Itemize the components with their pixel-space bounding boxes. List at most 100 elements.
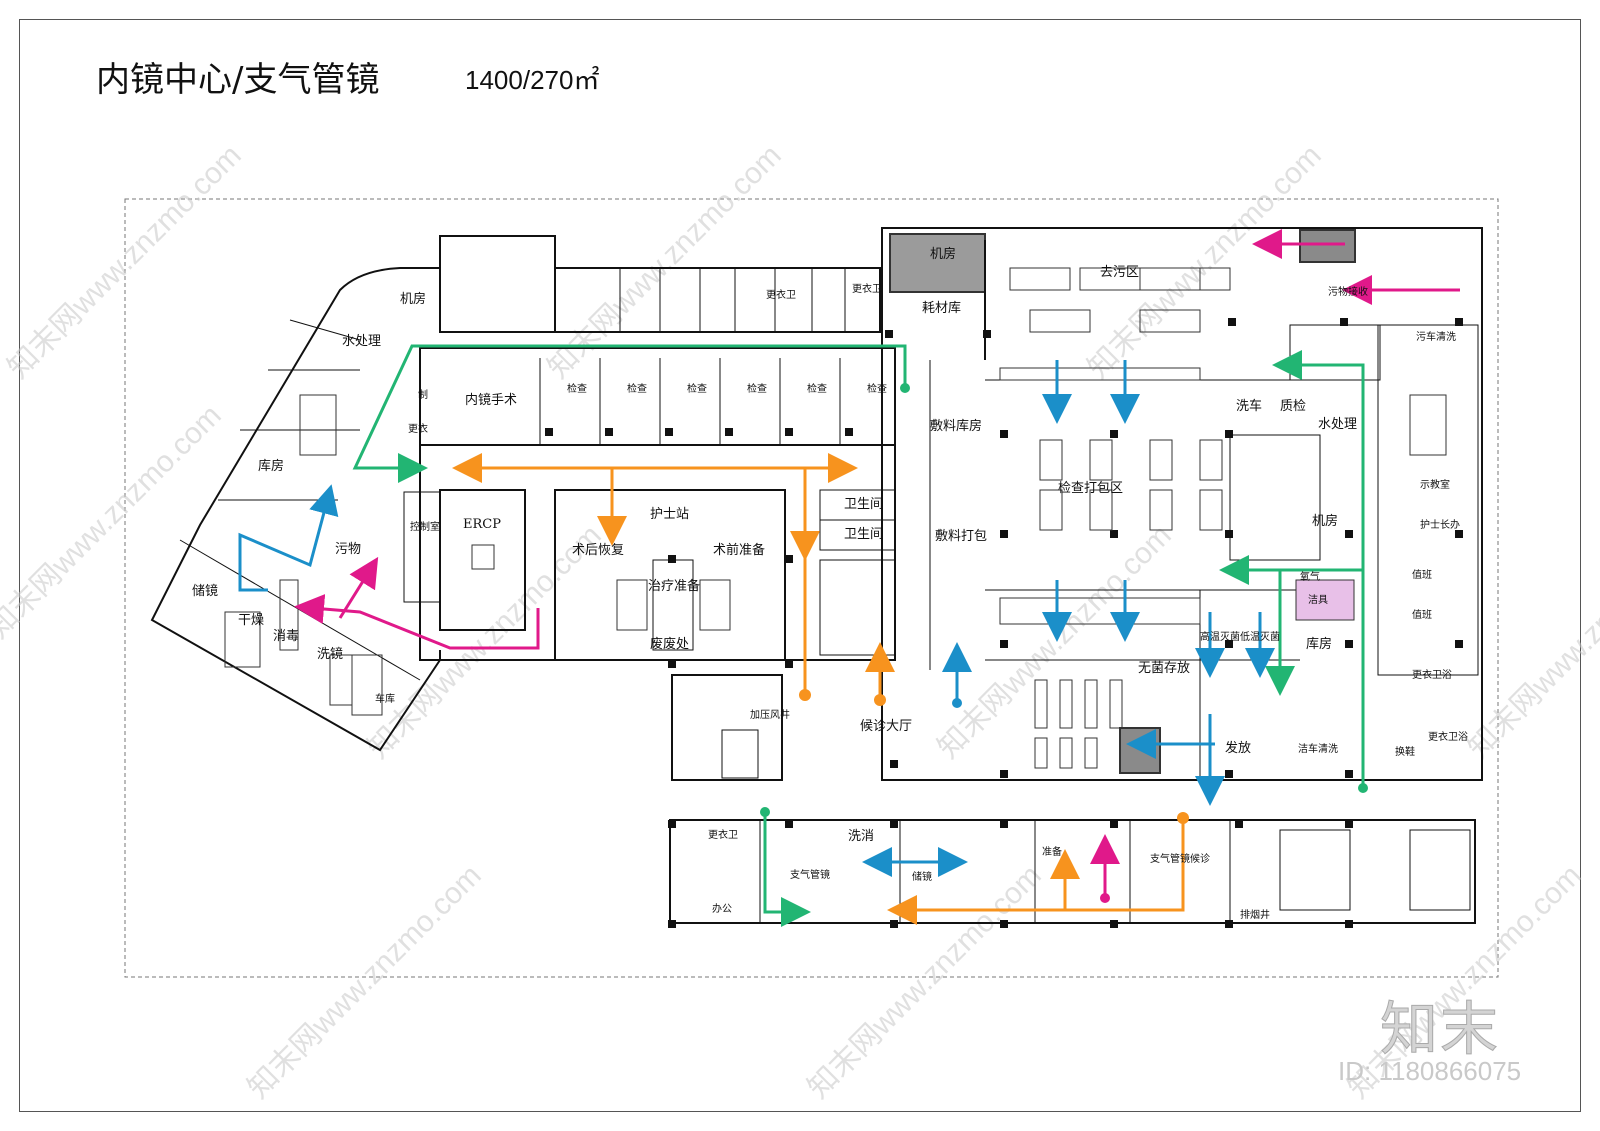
room-jiancha-dabao: 检查打包区 (1058, 481, 1123, 496)
clean-flow-start-3 (760, 807, 770, 817)
image-id-label: ID: 1180866075 (1338, 1056, 1522, 1086)
room-kufang-right: 库房 (1306, 636, 1332, 652)
room-gengyi-a: 更衣 (408, 422, 428, 435)
room-fuliao-dabao: 敷料打包 (935, 529, 987, 544)
room-fuliao-kufang: 敷料库房 (930, 418, 982, 434)
room-chekuan: 车库 (375, 692, 395, 705)
room-jiancha-5: 检查 (807, 382, 827, 395)
room-ganzao: 干燥 (238, 613, 264, 628)
room-neijingshoushu: 内镜手术 (465, 392, 517, 408)
watermark-4: 知末网www.znzmo.com (0, 399, 228, 645)
room-shuichuli-left: 水处理 (342, 334, 381, 349)
dirty-flow-arrows (294, 229, 1460, 898)
room-zhiban-1: 值班 (1412, 568, 1432, 581)
room-shengwen: 低温灭菌 (1240, 630, 1280, 643)
room-gengyi-1: 更衣卫 (766, 288, 796, 301)
room-hushizhan: 护士站 (650, 507, 689, 522)
room-wuche: 污车清洗 (1416, 330, 1456, 343)
room-dianti: 加压风井 (750, 708, 790, 721)
walls (150, 227, 1483, 924)
room-jiejuku: 洁具 (1308, 593, 1328, 606)
room-zhiliao: 治疗准备 (648, 578, 700, 594)
watermark-9: 知末网www.znzmo.com (802, 859, 1048, 1105)
room-chujing: 储镜 (192, 584, 218, 599)
watermark-3: 知末网www.znzmo.com (1082, 139, 1328, 385)
room-weisheng-2: 卫生间 (844, 527, 883, 542)
room-wuwu-shou: 污物接收 (1328, 285, 1368, 298)
room-jifang-right: 机房 (1312, 513, 1338, 529)
area-label: 1400/270㎡ (465, 65, 600, 95)
elevator-shade (1119, 727, 1161, 774)
room-jiancha-4: 检查 (747, 382, 767, 395)
room-xiaodu: 消毒 (273, 629, 299, 644)
room-houzhen: 候诊大厅 (860, 719, 912, 734)
room-xixiao: 洗消 (848, 829, 874, 844)
drawing-frame (19, 19, 1581, 1112)
room-gengyi-b: 更衣卫 (708, 828, 738, 841)
room-hushizhang: 护士长办 (1420, 518, 1460, 531)
room-shuhou: 术后恢复 (572, 543, 624, 558)
page-title: 内镜中心/支气管镜 (96, 60, 380, 100)
workstations (224, 267, 1447, 769)
scope-flow-arrows (238, 360, 1275, 877)
room-wujun: 无菌存放 (1138, 661, 1190, 676)
room-zhunbei: 准备 (1042, 845, 1062, 858)
stair-block-top (439, 235, 556, 333)
room-gengyi-r: 更衣卫浴 (1412, 668, 1452, 681)
room-feiqi: 废废处 (650, 636, 689, 652)
room-jiancha-2: 检查 (627, 382, 647, 395)
room-jifang-left: 机房 (400, 291, 426, 307)
room-chujing-2: 储镜 (912, 870, 932, 883)
left-wing-outline (150, 267, 441, 752)
room-shuichuli-right: 水处理 (1318, 417, 1357, 432)
clean-flow-start-1 (900, 383, 910, 393)
room-kufang-left: 库房 (258, 458, 284, 474)
room-gaowen: 高温灭菌 (1200, 630, 1240, 643)
room-xiche: 洗车 (1236, 398, 1262, 414)
cssd-block (881, 227, 1483, 781)
patient-flow-start-2 (874, 694, 886, 706)
dirty-flow-start (1100, 893, 1110, 903)
watermark-5: 知末网www.znzmo.com (362, 519, 608, 765)
elevator-core-mid (671, 674, 783, 781)
clean-flow-arrows (352, 344, 1365, 927)
room-qu-wu: 去污区 (1100, 265, 1139, 280)
machine-room-shade (889, 233, 986, 293)
site-boundary (124, 198, 1499, 978)
room-zhiban-2: 值班 (1412, 608, 1432, 621)
columns (545, 318, 1463, 928)
room-huanxie: 换鞋 (1395, 745, 1415, 758)
patient-flow-start-3 (1177, 812, 1189, 824)
top-rooms-outline (555, 267, 881, 333)
room-jifang-top: 机房 (930, 246, 956, 262)
room-zhiqiguan-houzhen: 支气管镜候诊 (1150, 852, 1210, 865)
room-gengyi-2: 更衣卫 (852, 282, 882, 295)
room-gengyi-r2: 更衣卫浴 (1428, 730, 1468, 743)
room-yangqi: 氧气 (1300, 570, 1320, 583)
patient-flow-start-1 (799, 689, 811, 701)
room-haocaiku: 耗材库 (922, 300, 961, 316)
room-jiancha-3: 检查 (687, 382, 707, 395)
room-zhijian: 质检 (1280, 399, 1306, 414)
room-xijing: 洗镜 (317, 647, 343, 662)
room-jieche: 洁车清洗 (1298, 742, 1338, 755)
room-shuqian: 术前准备 (713, 542, 765, 558)
room-shiliaoshi: 示教室 (1420, 478, 1450, 491)
room-bangong: 办公 (712, 902, 732, 915)
room-difa: 发放 (1225, 740, 1251, 756)
scope-flow-start (952, 698, 962, 708)
room-jiancha-6: 检查 (867, 382, 887, 395)
room-paiyan: 排烟井 (1240, 908, 1270, 921)
brand-logo: 知末 (1379, 995, 1501, 1064)
clean-flow-start-2 (1358, 783, 1368, 793)
room-labels: 机房 耗材库 机房 水处理 内镜手术 更衣 制 库房 污物 ERCP 控制室 储… (192, 246, 1468, 921)
patient-flow-arrows (452, 453, 1185, 925)
room-kongzhishi: 控制室 (410, 520, 440, 533)
room-weisheng-1: 卫生间 (844, 497, 883, 512)
watermark-8: 知末网www.znzmo.com (242, 859, 488, 1105)
room-jiancha-1: 检查 (567, 382, 587, 395)
room-wuwu: 污物 (335, 542, 361, 557)
room-ercp: ERCP (463, 517, 501, 532)
room-zhiqiguan: 支气管镜 (790, 868, 830, 881)
